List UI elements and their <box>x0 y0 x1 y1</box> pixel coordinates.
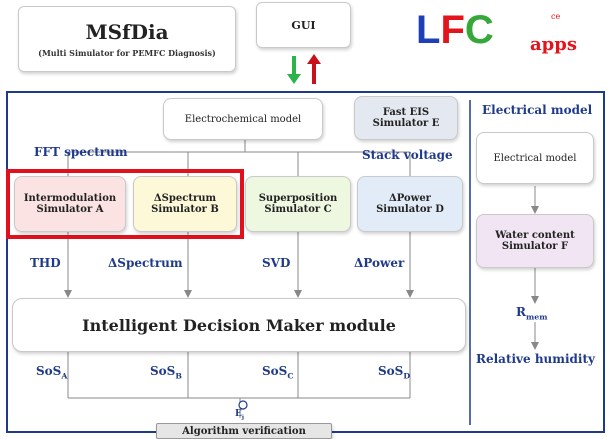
gui-box[interactable]: GUI <box>256 2 351 48</box>
logo-letter-c: C <box>464 8 494 52</box>
dpower-simulator-d-box[interactable]: ΔPower Simulator D <box>357 176 463 232</box>
electrochemical-model-label: Electrochemical model <box>184 113 302 125</box>
intermodulation-simulator-a-box[interactable]: Intermodulation Simulator A <box>14 176 126 232</box>
rmem-sub: mem <box>525 312 548 322</box>
logo-suffix: apps <box>530 34 577 55</box>
summing-node <box>238 400 248 410</box>
fft-spectrum-label: FFT spectrum <box>34 145 128 159</box>
fast-eis-line1: Fast EIS <box>382 107 430 118</box>
electrical-model-label: Electrical model <box>493 152 577 164</box>
sim-c-line2: Simulator C <box>264 204 332 215</box>
sim-d-line1: ΔPower <box>389 193 431 204</box>
sim-a-line2: Simulator A <box>36 204 104 215</box>
sos-c-label: SoSC <box>262 364 294 380</box>
fast-eis-line2: Simulator E <box>372 118 440 129</box>
gui-label: GUI <box>291 18 316 32</box>
intelligent-decision-maker-box[interactable]: Intelligent Decision Maker module <box>12 298 466 352</box>
sos-c-base: SoS <box>262 364 288 378</box>
sim-c-line1: Superposition <box>258 193 338 204</box>
electrochemical-model-box[interactable]: Electrochemical model <box>163 98 323 140</box>
sos-d-base: SoS <box>378 364 404 378</box>
gui-up-arrow-head <box>307 54 321 64</box>
sos-d-label: SoSD <box>378 364 410 380</box>
logo-superscript: ce <box>551 12 561 21</box>
dpower-label: ΔPower <box>354 256 405 270</box>
logo-letter-l: L <box>416 8 441 52</box>
app-title: MSfDia <box>85 20 169 44</box>
sos-b-base: SoS <box>150 364 176 378</box>
svd-label: SVD <box>262 256 291 270</box>
ej-sub: j <box>241 414 244 421</box>
ej-label: Ej <box>235 409 244 421</box>
fast-eis-simulator-e-box[interactable]: Fast EIS Simulator E <box>354 96 458 140</box>
dspectrum-label: ΔSpectrum <box>108 256 183 270</box>
stack-voltage-label: Stack voltage <box>362 148 453 162</box>
sos-b-sub: B <box>175 371 182 381</box>
algorithm-verification-box[interactable]: Algorithm verification <box>156 423 332 439</box>
superposition-simulator-c-box[interactable]: Superposition Simulator C <box>245 176 351 232</box>
sim-d-line2: Simulator D <box>376 204 444 215</box>
sos-c-sub: C <box>287 371 294 381</box>
gui-down-arrow-head <box>287 74 301 84</box>
sim-b-line1: ΔSpectrum <box>153 193 217 204</box>
sos-b-label: SoSB <box>150 364 182 380</box>
electrical-model-box[interactable]: Electrical model <box>476 132 594 184</box>
ej-base: E <box>235 409 242 419</box>
decision-maker-label: Intelligent Decision Maker module <box>82 315 396 335</box>
logo-letter-f: F <box>440 8 465 52</box>
sos-a-sub: A <box>61 371 68 381</box>
app-subtitle: (Multi Simulator for PEMFC Diagnosis) <box>38 48 216 58</box>
algorithm-verification-label: Algorithm verification <box>182 425 306 437</box>
sos-a-label: SoSA <box>36 364 67 380</box>
relative-humidity-label: Relative humidity <box>476 352 595 366</box>
sos-d-sub: D <box>403 371 411 381</box>
sim-b-line2: Simulator B <box>151 204 219 215</box>
sim-f-line2: Simulator F <box>501 241 569 252</box>
dspectrum-simulator-b-box[interactable]: ΔSpectrum Simulator B <box>133 176 237 232</box>
sim-a-line1: Intermodulation <box>23 193 117 204</box>
highlight-box <box>6 169 244 239</box>
electrical-model-header: Electrical model <box>482 103 593 117</box>
rmem-base: R <box>516 305 526 319</box>
rmem-label: Rmem <box>516 305 547 321</box>
thd-label: THD <box>30 256 61 270</box>
water-content-simulator-f-box[interactable]: Water content Simulator F <box>476 214 594 268</box>
sos-a-base: SoS <box>36 364 62 378</box>
sim-f-line1: Water content <box>495 230 575 241</box>
title-box: MSfDia (Multi Simulator for PEMFC Diagno… <box>18 6 236 72</box>
lfc-apps-logo: LFC ce apps <box>416 8 586 58</box>
